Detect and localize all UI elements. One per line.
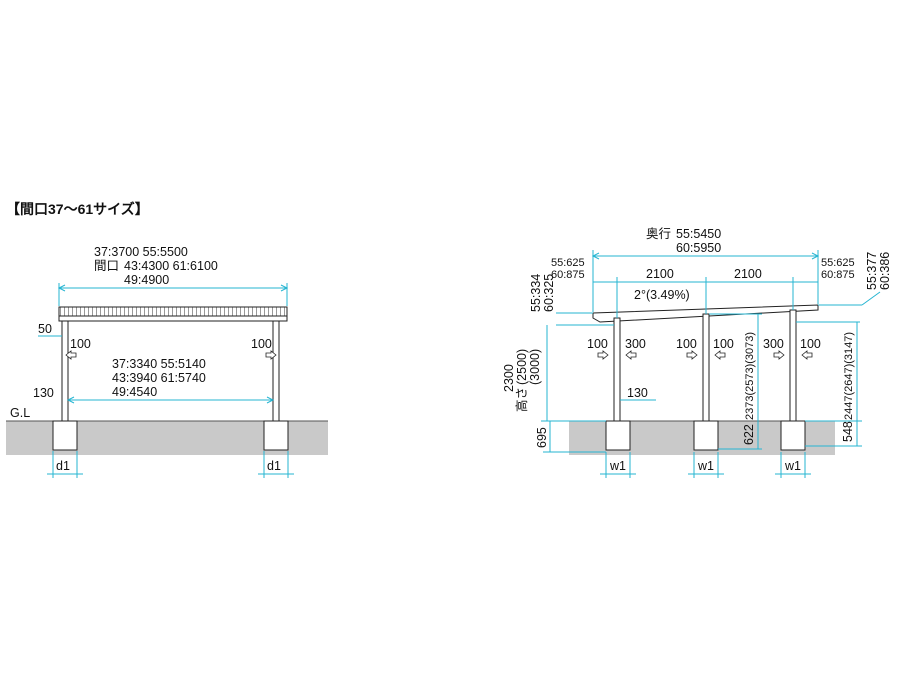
side-footing-middle (693, 420, 719, 451)
front-inner-line-3: 49:4540 (112, 385, 157, 399)
side-depth-line-1: 55:5450 (676, 227, 721, 241)
side-left-vertical-2: 60:325 (542, 274, 556, 312)
front-post-left (61, 320, 69, 426)
side-offset-arrow-6-icon (801, 350, 813, 360)
side-offset-5: 300 (763, 337, 784, 351)
front-inner-line-2: 43:3940 61:5740 (112, 371, 206, 385)
side-offset-2: 300 (625, 337, 646, 351)
side-w1-3: w1 (784, 459, 801, 473)
front-roof-beam (58, 315, 288, 322)
side-post-front (613, 317, 621, 427)
side-height-value-2: (2500) (515, 349, 529, 385)
side-footing-rear (780, 420, 806, 451)
front-footing-left (52, 420, 78, 451)
side-mid-post-height: 2373(2573)(3073) (744, 332, 756, 420)
side-offset-arrow-2-icon (625, 350, 637, 360)
front-dim-50: 50 (38, 322, 52, 336)
side-w1-2: w1 (697, 459, 714, 473)
side-post-middle (702, 313, 710, 427)
side-overhang-right-1: 55:625 (821, 257, 855, 269)
side-span-1: 2100 (646, 267, 674, 281)
side-height-label: 高さ (514, 387, 529, 412)
front-d1-left: d1 (56, 459, 70, 473)
side-span-2: 2100 (734, 267, 762, 281)
side-offset-arrow-5-icon (773, 350, 785, 360)
front-width-label: 間口 (94, 259, 119, 273)
side-right-post-height: 2447(2647)(3147) (843, 332, 855, 420)
side-offset-arrow-4-icon (714, 350, 726, 360)
front-footing-right (263, 420, 289, 451)
front-width-line-1: 37:3700 55:5500 (94, 245, 188, 259)
side-depth-548: 548 (841, 421, 855, 442)
side-footing-front (605, 420, 631, 451)
side-dim-130: 130 (627, 386, 648, 400)
side-post-rear (789, 309, 797, 427)
side-depth-622: 622 (742, 424, 756, 445)
side-offset-6: 100 (800, 337, 821, 351)
side-left-vertical-1: 55:334 (529, 274, 543, 312)
side-overhang-left-2: 60:875 (551, 269, 585, 281)
side-view: 奥行 55:5450 60:5950 55:625 60:875 55:625 … (502, 227, 892, 478)
front-inner-line-1: 37:3340 55:5140 (112, 357, 206, 371)
side-offset-4: 100 (713, 337, 734, 351)
side-height-value-1: 2300 (502, 364, 516, 392)
side-offset-arrow-3-icon (686, 350, 698, 360)
side-overhang-left-1: 55:625 (551, 257, 585, 269)
side-w1-1: w1 (609, 459, 626, 473)
side-offset-1: 100 (587, 337, 608, 351)
side-depth-695: 695 (535, 427, 549, 448)
side-right-vertical-2: 60:386 (878, 252, 892, 290)
side-right-vertical-1: 55:377 (865, 252, 879, 290)
front-d1-right: d1 (267, 459, 281, 473)
side-depth-label: 奥行 (646, 227, 671, 241)
side-depth-line-2: 60:5950 (676, 241, 721, 255)
front-width-line-3: 49:4900 (124, 273, 169, 287)
front-width-line-2: 43:4300 61:6100 (124, 259, 218, 273)
front-roof-panel (58, 306, 288, 317)
side-overhang-right-2: 60:875 (821, 269, 855, 281)
front-post-right (272, 320, 280, 426)
front-dim-130: 130 (33, 386, 54, 400)
side-height-value-3: (3000) (528, 349, 542, 385)
side-offset-3: 100 (676, 337, 697, 351)
front-view: G.L 37:3700 55:5500 間口 43:4300 61:6100 4… (6, 245, 328, 478)
diagram-title: 【間口37〜61サイズ】 (6, 201, 149, 217)
front-offset-arrow-left-icon (65, 350, 77, 360)
side-offset-arrow-1-icon (597, 350, 609, 360)
front-gl-label: G.L (10, 406, 30, 420)
front-dim-100-right: 100 (251, 337, 272, 351)
front-offset-arrow-right-icon (265, 350, 277, 360)
front-dim-100-left: 100 (70, 337, 91, 351)
side-slope: 2°(3.49%) (634, 288, 690, 302)
